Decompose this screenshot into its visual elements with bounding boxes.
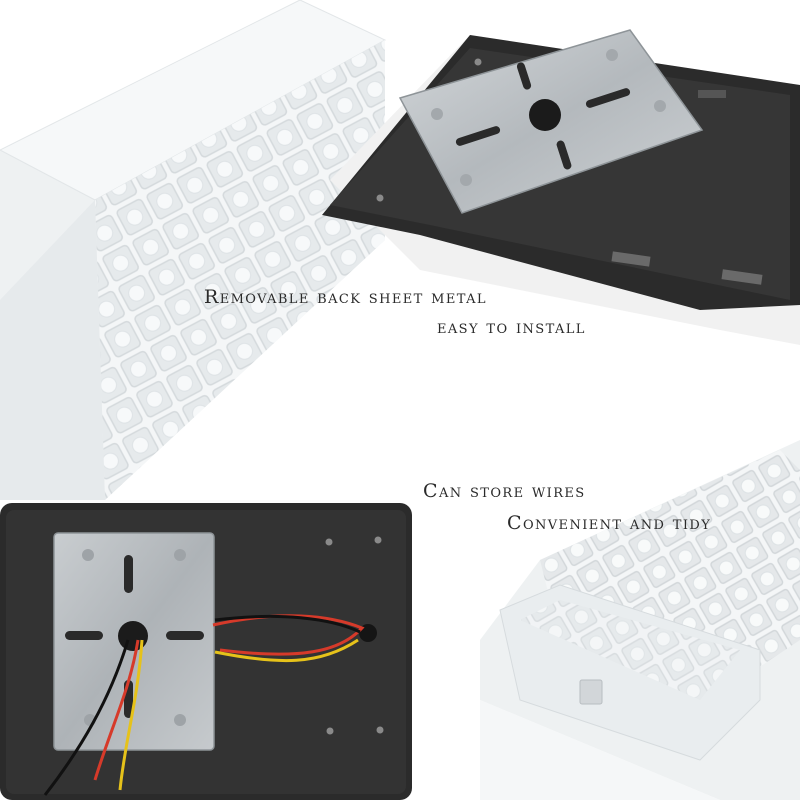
- caption-can-store-wires: Can store wires: [423, 480, 586, 502]
- caption-removable-sheet-metal: Removable back sheet metal: [204, 286, 487, 308]
- lamp-back-housing-top: [322, 29, 800, 345]
- lamp-back-housing-bottom: [0, 503, 412, 800]
- caption-easy-to-install: easy to install: [437, 316, 586, 338]
- lamp-front-bottom-right: [480, 440, 800, 800]
- caption-convenient-and-tidy: Convenient and tidy: [507, 512, 712, 534]
- lamp-front-top-left: [0, 0, 387, 500]
